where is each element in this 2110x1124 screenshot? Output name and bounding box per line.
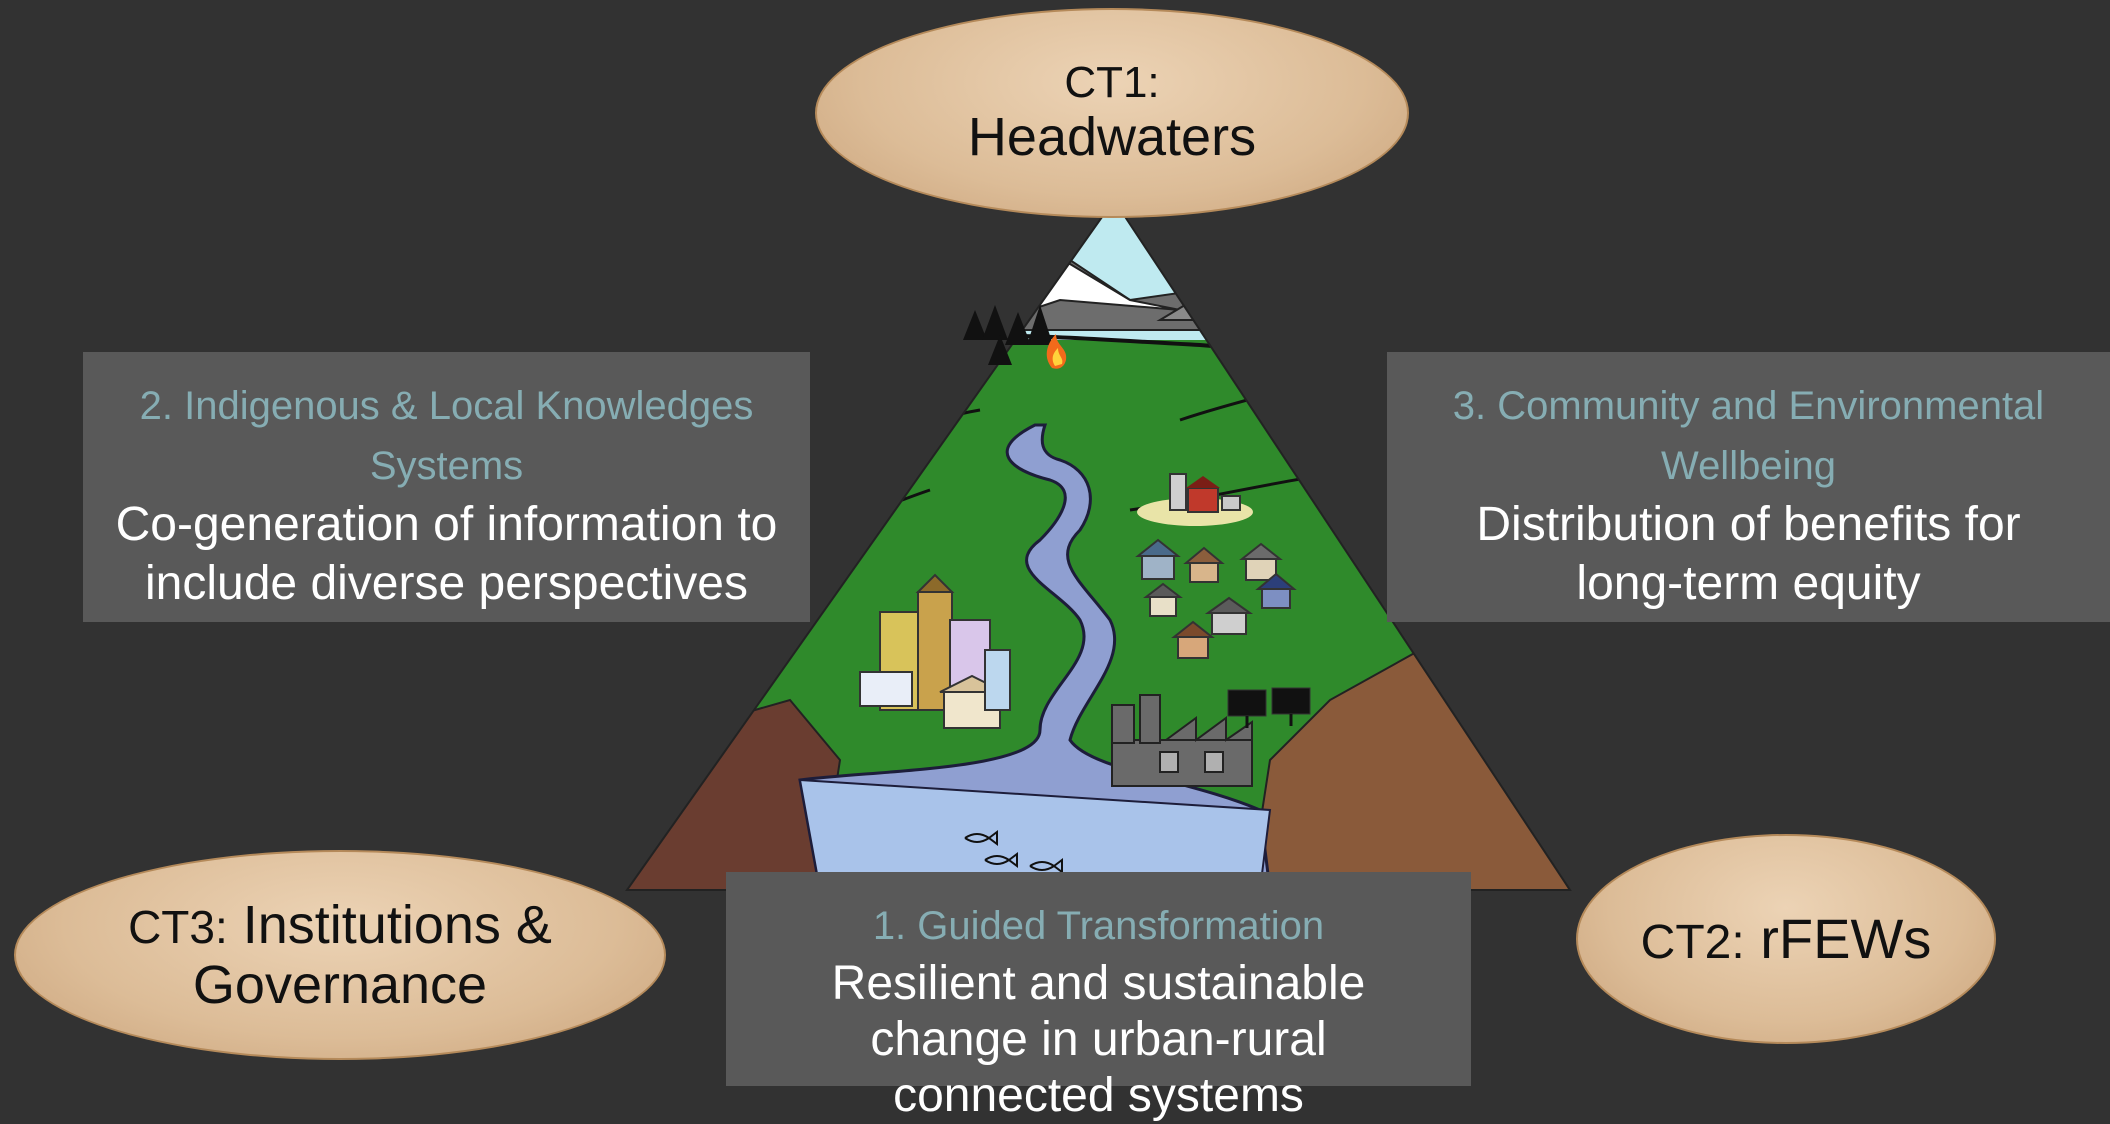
guided-transformation-panel: 1. Guided Transformation Resilient and s… bbox=[726, 872, 1471, 1122]
ct3-institutions-oval: CT3: Institutions & Governance bbox=[14, 850, 666, 1060]
river bbox=[798, 423, 1272, 890]
community-wellbeing-title: 3. Community and Environmental Wellbeing bbox=[1452, 384, 2045, 488]
ct3-line1: CT3: Institutions & bbox=[128, 895, 552, 955]
solar-panels-icon bbox=[1227, 687, 1311, 728]
ct2-prefix: CT2: bbox=[1640, 915, 1745, 969]
indigenous-knowledge-body: Co-generation of information to include … bbox=[115, 498, 778, 610]
city-buildings-icon bbox=[859, 573, 1011, 729]
fish-icon bbox=[964, 830, 1063, 874]
ct3-line2: Governance bbox=[192, 955, 488, 1015]
farm-icon bbox=[1137, 473, 1253, 526]
ct1-title: Headwaters bbox=[967, 107, 1257, 168]
ct1-label: CT1: bbox=[1064, 58, 1160, 108]
houses-icon bbox=[1135, 538, 1297, 659]
ct2-line: CT2: rFEWs bbox=[1640, 906, 1932, 971]
factory-icon bbox=[1111, 694, 1253, 787]
ct2-rfews-oval: CT2: rFEWs bbox=[1576, 834, 1996, 1044]
indigenous-knowledge-panel: 2. Indigenous & Local Knowledges Systems… bbox=[83, 352, 810, 622]
community-wellbeing-body: Distribution of benefits for long-term e… bbox=[1476, 498, 2021, 610]
pine-trees-icon bbox=[963, 305, 1053, 365]
ct2-name: rFEWs bbox=[1760, 906, 1932, 970]
guided-transformation-title: 1. Guided Transformation bbox=[872, 904, 1325, 948]
guided-transformation-body: Resilient and sustainable change in urba… bbox=[831, 957, 1366, 1123]
ct1-headwaters-oval: CT1: Headwaters bbox=[815, 8, 1409, 218]
community-wellbeing-panel: 3. Community and Environmental Wellbeing… bbox=[1387, 352, 2110, 622]
ct3-prefix: CT3: bbox=[128, 900, 228, 953]
ct3-name: Institutions & bbox=[242, 894, 552, 955]
fire-icon bbox=[1046, 334, 1067, 369]
indigenous-knowledge-title: 2. Indigenous & Local Knowledges Systems bbox=[139, 384, 754, 488]
